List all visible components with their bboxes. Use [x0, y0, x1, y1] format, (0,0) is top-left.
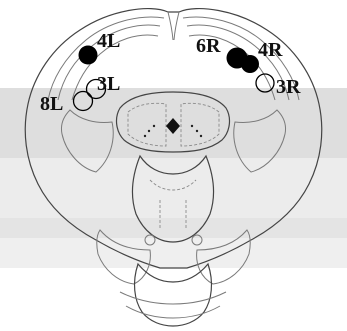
label-3R: 3R	[276, 76, 301, 98]
label-4R: 4R	[258, 39, 283, 61]
label-4L: 4L	[97, 30, 120, 52]
dot-right-3	[200, 135, 202, 137]
label-3L: 3L	[97, 73, 120, 95]
label-8L: 8L	[40, 93, 63, 115]
marker-4R-filled	[241, 55, 259, 73]
marker-4L-filled	[79, 46, 98, 65]
label-6R: 6R	[196, 35, 221, 57]
dot-left-2	[148, 130, 150, 132]
dot-right-2	[196, 130, 198, 132]
dot-right-1	[191, 125, 193, 127]
dot-left-3	[144, 135, 146, 137]
dot-left-1	[153, 125, 155, 127]
